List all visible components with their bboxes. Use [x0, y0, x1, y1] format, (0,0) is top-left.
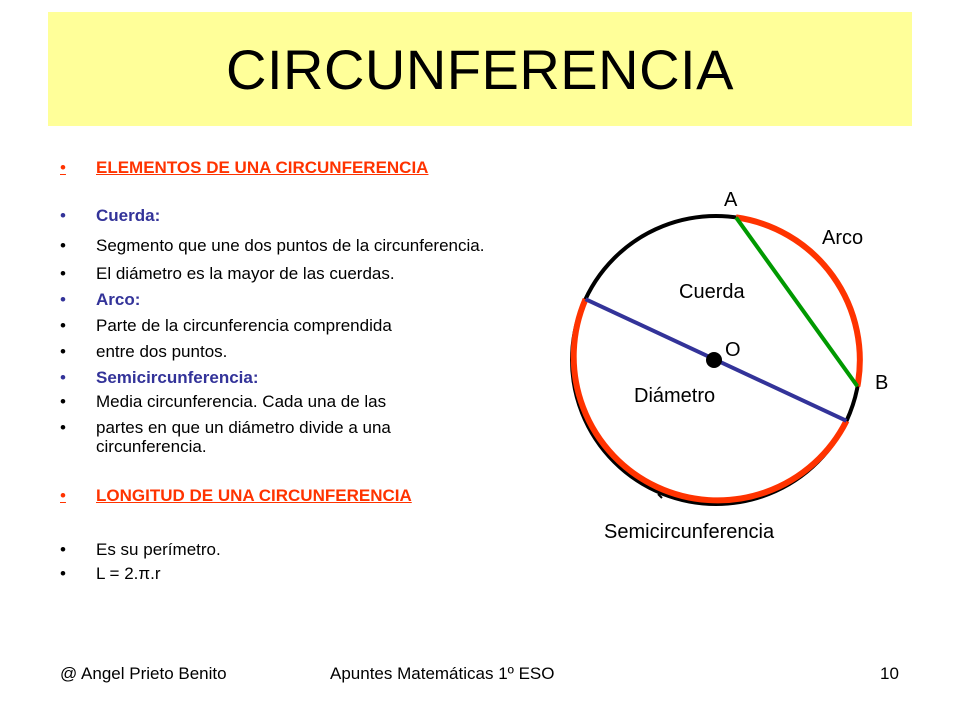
bullet-cuerda-def2: • El diámetro es la mayor de las cuerdas… — [60, 264, 566, 283]
bullet-cuerda-term: • Cuerda: — [60, 206, 566, 225]
bullet-dot: • — [60, 392, 66, 411]
bullet-dot: • — [60, 206, 66, 225]
bullet-semi-def2: • partes en que un diámetro divide a una… — [60, 418, 476, 456]
cuerda-def2-text: El diámetro es la mayor de las cuerdas. — [96, 264, 395, 283]
bullet-cuerda-def1: • Segmento que une dos puntos de la circ… — [60, 236, 566, 255]
heading-length-text: LONGITUD DE UNA CIRCUNFERENCIA — [96, 486, 412, 505]
bullet-arco-def2: • entre dos puntos. — [60, 342, 566, 361]
label-cuerda: Cuerda — [679, 281, 745, 303]
center-point — [706, 352, 722, 368]
arco-def2-text: entre dos puntos. — [96, 342, 228, 361]
arco-def1-text: Parte de la circunferencia comprendida — [96, 316, 392, 335]
circle-diagram: A Arco Cuerda O B Diámetro Semicircunfer… — [570, 189, 888, 543]
length-def2-text: L = 2.π.r — [96, 564, 161, 583]
semi-def1-text: Media circunferencia. Cada una de las — [96, 392, 387, 411]
semi-term-text: Semicircunferencia: — [96, 368, 259, 387]
bullet-heading-length: • LONGITUD DE UNA CIRCUNFERENCIA — [60, 486, 566, 505]
arco-term-text: Arco: — [96, 290, 141, 309]
bullet-dot: • — [60, 342, 66, 361]
bullet-heading-elements: • ELEMENTOS DE UNA CIRCUNFERENCIA — [60, 158, 566, 177]
arc-tick — [657, 493, 663, 499]
label-b: B — [875, 372, 888, 394]
label-a: A — [724, 189, 738, 211]
footer-course: Apuntes Matemáticas 1º ESO — [330, 664, 555, 683]
heading-elements-text: ELEMENTOS DE UNA CIRCUNFERENCIA — [96, 158, 429, 177]
cuerda-def1-text: Segmento que une dos puntos de la circun… — [96, 236, 485, 255]
footer-page-number: 10 — [880, 664, 899, 683]
bullet-arco-term: • Arco: — [60, 290, 566, 309]
label-arco: Arco — [822, 227, 863, 249]
semicircle-arc — [570, 297, 850, 504]
bullet-dot: • — [60, 316, 66, 335]
bullet-dot: • — [60, 264, 66, 283]
slide-title: CIRCUNFERENCIA — [226, 37, 734, 101]
label-o: O — [725, 339, 741, 361]
bullet-semi-term: • Semicircunferencia: — [60, 368, 566, 387]
arc-ab — [735, 214, 863, 387]
chord-line — [734, 216, 860, 388]
bullet-semi-def1: • Media circunferencia. Cada una de las — [60, 392, 566, 411]
length-def1-text: Es su perímetro. — [96, 540, 221, 559]
semi-def2-text: partes en que un diámetro divide a una c… — [96, 418, 391, 456]
cuerda-term-text: Cuerda: — [96, 206, 161, 225]
footer-author: @ Angel Prieto Benito — [60, 664, 227, 683]
label-semicircunferencia: Semicircunferencia — [604, 521, 775, 543]
bullet-length-def2: • L = 2.π.r — [60, 564, 566, 583]
bullet-dot: • — [60, 368, 66, 387]
bullet-dot: • — [60, 236, 66, 255]
bullet-dot: • — [60, 564, 66, 583]
bullet-dot: • — [60, 540, 66, 559]
bullet-arco-def1: • Parte de la circunferencia comprendida — [60, 316, 566, 335]
bullet-dot: • — [60, 290, 66, 309]
bullet-dot: • — [60, 158, 66, 177]
label-diametro: Diámetro — [634, 385, 715, 407]
bullet-dot: • — [60, 486, 66, 505]
bullet-length-def1: • Es su perímetro. — [60, 540, 566, 559]
bullet-dot: • — [60, 418, 66, 437]
title-bar: CIRCUNFERENCIA — [48, 12, 912, 126]
